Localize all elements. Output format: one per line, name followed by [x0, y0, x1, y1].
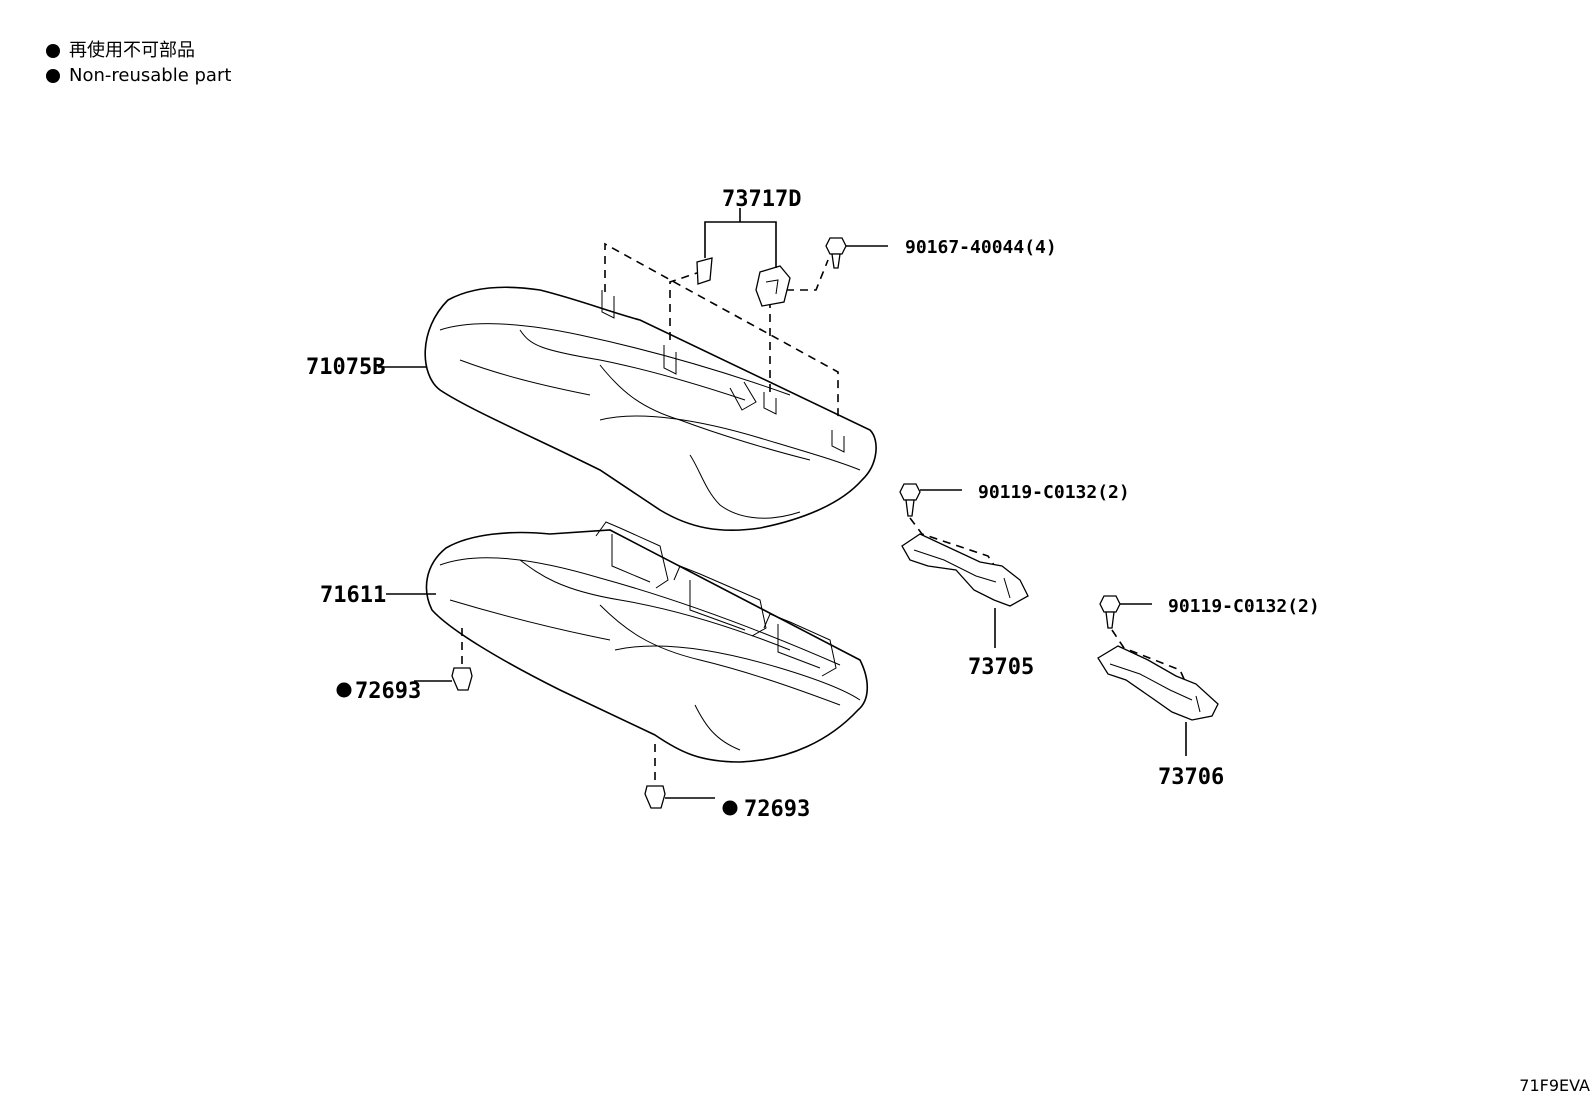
- bolt-upper-drawing: [899, 483, 921, 517]
- non-reusable-dot-icon: [722, 800, 738, 816]
- non-reusable-dot-icon: [336, 682, 352, 698]
- legend-text-english: Non-reusable part: [69, 65, 232, 86]
- label-clip-left: 72693: [355, 679, 421, 704]
- label-hinge-left: 73705: [968, 655, 1034, 680]
- screw-drawing: [825, 237, 847, 269]
- label-bracket-set: 73717D: [722, 187, 801, 212]
- label-bolt-upper: 90119-C0132(2): [978, 482, 1130, 503]
- legend-text-japanese: 再使用不可部品: [69, 40, 195, 61]
- drawing-code: 71F9EVA: [1519, 1076, 1590, 1095]
- label-clip-bottom: 72693: [744, 797, 810, 822]
- legend-row-japanese: 再使用不可部品: [46, 38, 231, 63]
- hinge-right-drawing: [1097, 645, 1219, 721]
- bolt-lower-drawing: [1099, 595, 1121, 629]
- seat-cushion-drawing: [425, 521, 869, 763]
- label-bolt-lower: 90119-C0132(2): [1168, 596, 1320, 617]
- seatback-cover-drawing: [424, 286, 877, 532]
- label-screw: 90167-40044(4): [905, 237, 1057, 258]
- seatback-dashed-leaders: [604, 242, 839, 420]
- non-reusable-dot-icon: [46, 68, 60, 83]
- non-reusable-dot-icon: [46, 43, 60, 58]
- label-seatback-cover: 71075B: [306, 355, 385, 380]
- hinge-left-drawing: [901, 533, 1029, 607]
- clip-bottom-drawing: [644, 785, 666, 809]
- legend: 再使用不可部品 Non-reusable part: [46, 38, 231, 88]
- bracket-set-drawing: [696, 257, 791, 307]
- bracket-set-bracket-line: [704, 221, 777, 268]
- clip-left-drawing: [451, 667, 473, 691]
- label-seat-cushion: 71611: [320, 583, 386, 608]
- legend-row-english: Non-reusable part: [46, 63, 231, 88]
- label-hinge-right: 73706: [1158, 765, 1224, 790]
